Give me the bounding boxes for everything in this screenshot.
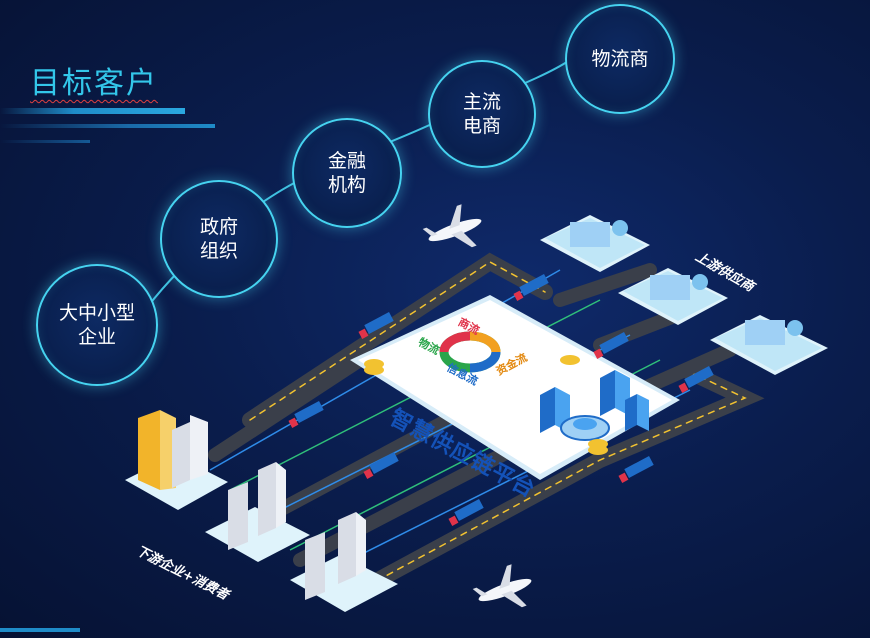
customer-circle-ecommerce: 主流 电商 xyxy=(428,60,536,168)
customer-circle-logistics: 物流商 xyxy=(565,4,675,114)
customer-circle-government: 政府 组织 xyxy=(160,180,278,298)
airplane-icon xyxy=(469,560,539,621)
customer-circle-financial: 金融 机构 xyxy=(292,118,402,228)
customer-circle-smes: 大中小型 企业 xyxy=(36,264,158,386)
airplane-icon xyxy=(419,200,489,261)
